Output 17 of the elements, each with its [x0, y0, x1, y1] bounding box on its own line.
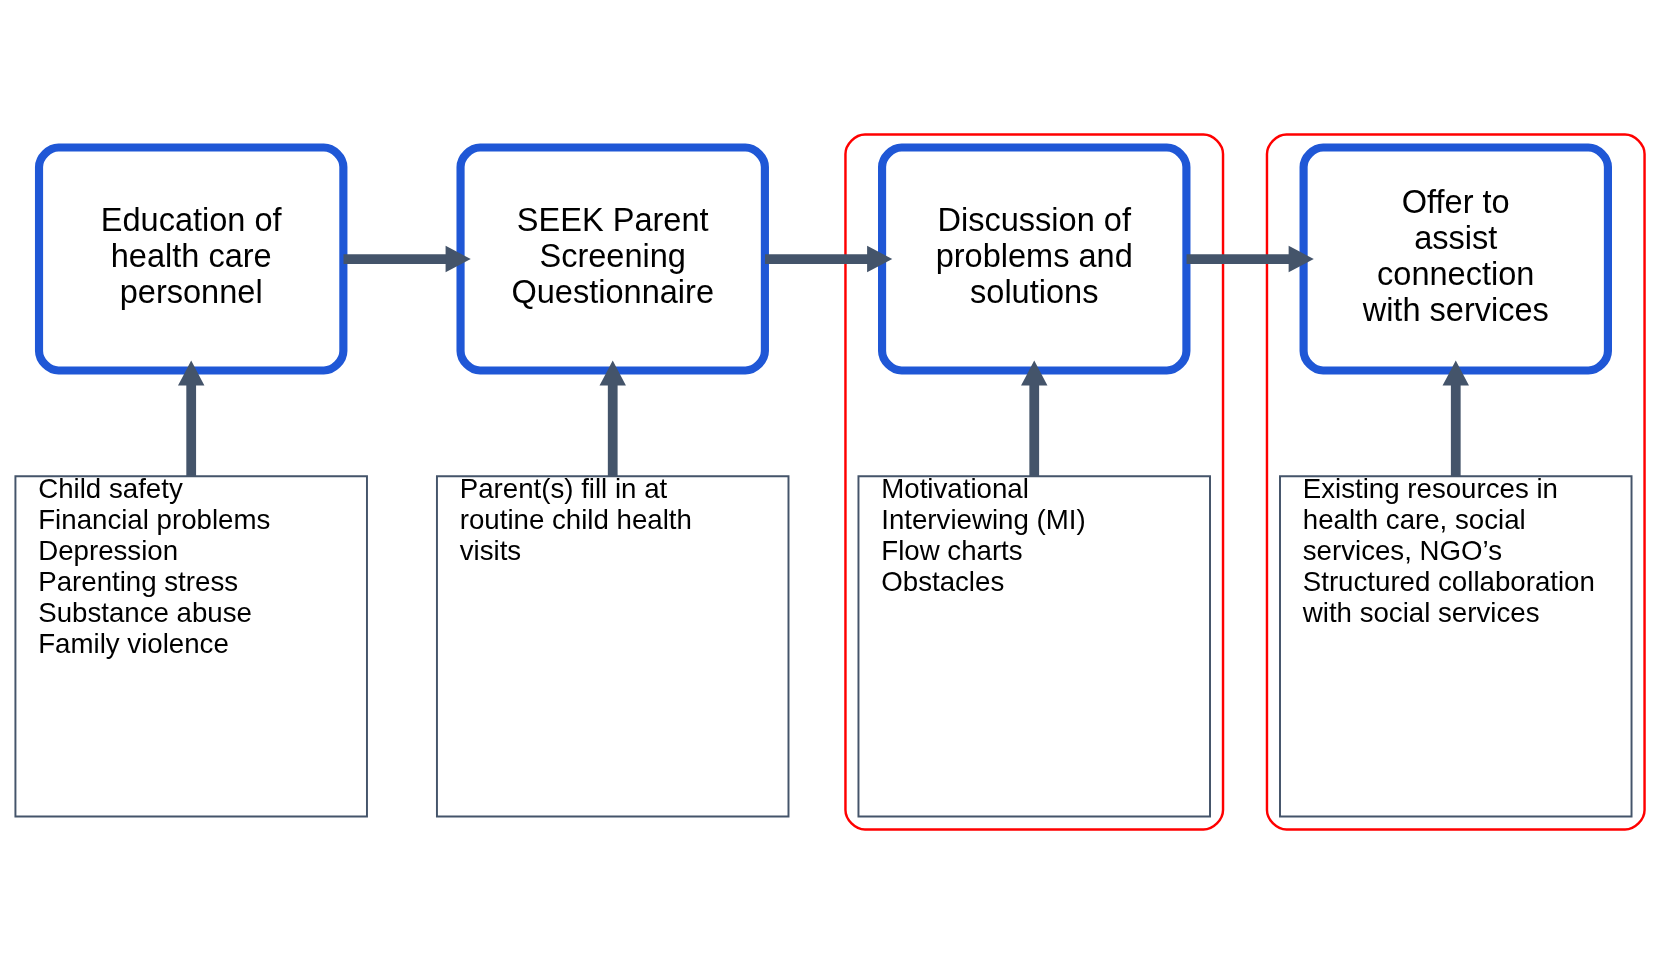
node-box: Motivational Interviewing (MI) Flow charts Obstacles: [857, 475, 1211, 818]
arrow: [1442, 360, 1469, 477]
arrow: [765, 245, 893, 273]
arrow: [178, 360, 205, 477]
arrow: [1021, 360, 1048, 477]
node-box: Child safety Financial problems Depression Parenting stress Substance abuse Family violence: [14, 475, 368, 818]
cluster: [844, 133, 1225, 831]
node-box: Existing resources in health care, social services, NGO’s Structured collaboration with social services: [1279, 475, 1633, 818]
arrow: [599, 360, 626, 477]
arrow: [343, 245, 471, 273]
cluster: [1265, 133, 1646, 831]
node-box: Offer to assist connection with services: [1299, 143, 1612, 375]
node-box: Discussion of problems and solutions: [878, 143, 1191, 375]
node-box: Parent(s) fill in at routine child health visits: [435, 475, 790, 818]
arrow: [1186, 245, 1314, 273]
node-box: SEEK Parent Screening Questionnaire: [456, 143, 769, 375]
node-box: Education of health care personnel: [34, 143, 348, 375]
